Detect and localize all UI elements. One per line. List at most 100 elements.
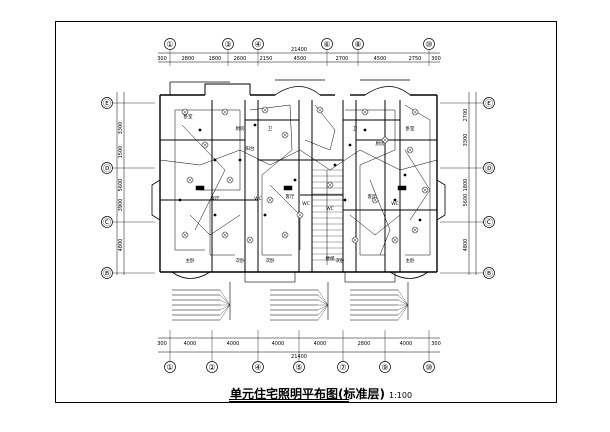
dim-text-top: 2600 [234, 56, 247, 62]
ceiling-lamp-icon [182, 109, 188, 115]
dim-text-top: 2800 [182, 56, 195, 62]
wc-label: WC [302, 201, 310, 207]
axis-label-bottom: ② [208, 363, 215, 372]
ceiling-lamp-icon [327, 182, 333, 188]
switch-icon [343, 198, 347, 202]
axis-bubble-right [483, 97, 495, 109]
distribution-box-icon [195, 185, 205, 191]
axis-bubble-left [101, 97, 113, 109]
axis-bubble-left [101, 267, 113, 279]
switch-icon [253, 123, 257, 127]
switch-icon [178, 198, 182, 202]
legend-leader [317, 299, 329, 306]
axis-label-right: Ⓔ [485, 99, 493, 108]
legend-leader [317, 304, 329, 316]
circuit-run [404, 149, 431, 221]
room-label: 厨房 [236, 125, 245, 132]
legend-leader [397, 294, 409, 306]
legend-leader [219, 304, 231, 321]
axis-label-bottom: ④ [254, 363, 261, 372]
dim-text-top: 4500 [374, 56, 387, 62]
axis-bubble-top [352, 38, 364, 50]
distribution-box-icon [283, 185, 293, 191]
ceiling-lamp-icon [422, 187, 428, 193]
legend-leader [317, 304, 329, 311]
dim-text-top: 2750 [409, 56, 422, 62]
balcony [171, 271, 211, 279]
ceiling-lamp-icon [282, 232, 288, 238]
axis-bubble-bottom [206, 361, 218, 373]
switch-icon [348, 143, 352, 147]
axis-bubble-top [423, 38, 435, 50]
switch-icon [238, 158, 242, 162]
axis-label-top: ④ [254, 40, 261, 49]
axis-label-left: Ⓔ [103, 99, 111, 108]
switch-icon [263, 213, 267, 217]
dim-text-right: 2700 [463, 109, 469, 122]
room-label: 卧室 [184, 113, 193, 120]
axis-bubble-top [164, 38, 176, 50]
dim-text-left: 3300 [118, 122, 124, 135]
circuit-run [189, 214, 241, 236]
switch-icon [403, 173, 407, 177]
axis-bubble-right [483, 267, 495, 279]
dim-text-bottom: 300 [431, 341, 441, 347]
dim-text-top: 300 [157, 56, 167, 62]
axis-bubble-left [101, 162, 113, 174]
room-label: 主卧 [406, 257, 415, 264]
room-label: 次卧 [236, 257, 245, 264]
dim-text-top: 4500 [294, 56, 307, 62]
bay-window [364, 86, 411, 96]
switch-icon [293, 178, 297, 182]
axis-label-right: Ⓒ [485, 218, 493, 227]
axis-bubble-left [101, 216, 113, 228]
legend-leader [397, 299, 409, 306]
axis-label-bottom: ① [166, 363, 173, 372]
axis-label-bottom: ⑤ [295, 363, 302, 372]
legend-leader [397, 304, 409, 321]
dim-text-right: 3300 [463, 134, 469, 147]
ceiling-lamp-icon [352, 237, 358, 243]
legend-leader [317, 289, 329, 306]
axis-bubble-bottom [337, 361, 349, 373]
ceiling-lamp-icon [362, 109, 368, 115]
legend-leader [317, 294, 329, 306]
side-bay [436, 179, 446, 221]
dim-text-right: 4800 [463, 239, 469, 252]
axis-bubble-bottom [423, 361, 435, 373]
axis-bubble-top [252, 38, 264, 50]
circuit-run [249, 104, 293, 176]
dim-text-bottom: 300 [157, 341, 167, 347]
wc-label: WC [326, 206, 334, 212]
axis-label-bottom: ⑦ [339, 363, 346, 372]
switch-icon [393, 198, 397, 202]
ceiling-lamp-icon [202, 142, 208, 148]
axis-label-top: ① [166, 40, 173, 49]
ceiling-lamp-icon [247, 237, 253, 243]
drawing-title: 单元住宅照明平布图(标准层) [230, 387, 385, 401]
drawing-scale: 1:100 [388, 391, 413, 400]
switch-icon [363, 128, 367, 132]
ceiling-lamp-icon [267, 197, 273, 203]
dim-text-top-total: 21400 [291, 47, 307, 53]
axis-bubble-bottom [164, 361, 176, 373]
axis-label-bottom: ⑨ [381, 363, 388, 372]
axis-label-right: Ⓓ [485, 164, 493, 173]
distribution-box-icon [397, 185, 407, 191]
balcony [389, 271, 429, 279]
axis-bubble-bottom [293, 361, 305, 373]
wc-label: WC [254, 196, 262, 202]
room-label: 楼梯 [326, 255, 335, 262]
ceiling-lamp-icon [297, 212, 303, 218]
axis-bubble-right [483, 216, 495, 228]
title-underline [229, 399, 349, 400]
ceiling-lamp-icon [372, 197, 378, 203]
room-label: 次卧 [266, 257, 275, 264]
axis-label-left: Ⓑ [103, 269, 111, 278]
axis-label-top: ③ [224, 40, 231, 49]
switch-icon [418, 218, 422, 222]
axis-bubble-bottom [379, 361, 391, 373]
balcony [344, 271, 396, 283]
